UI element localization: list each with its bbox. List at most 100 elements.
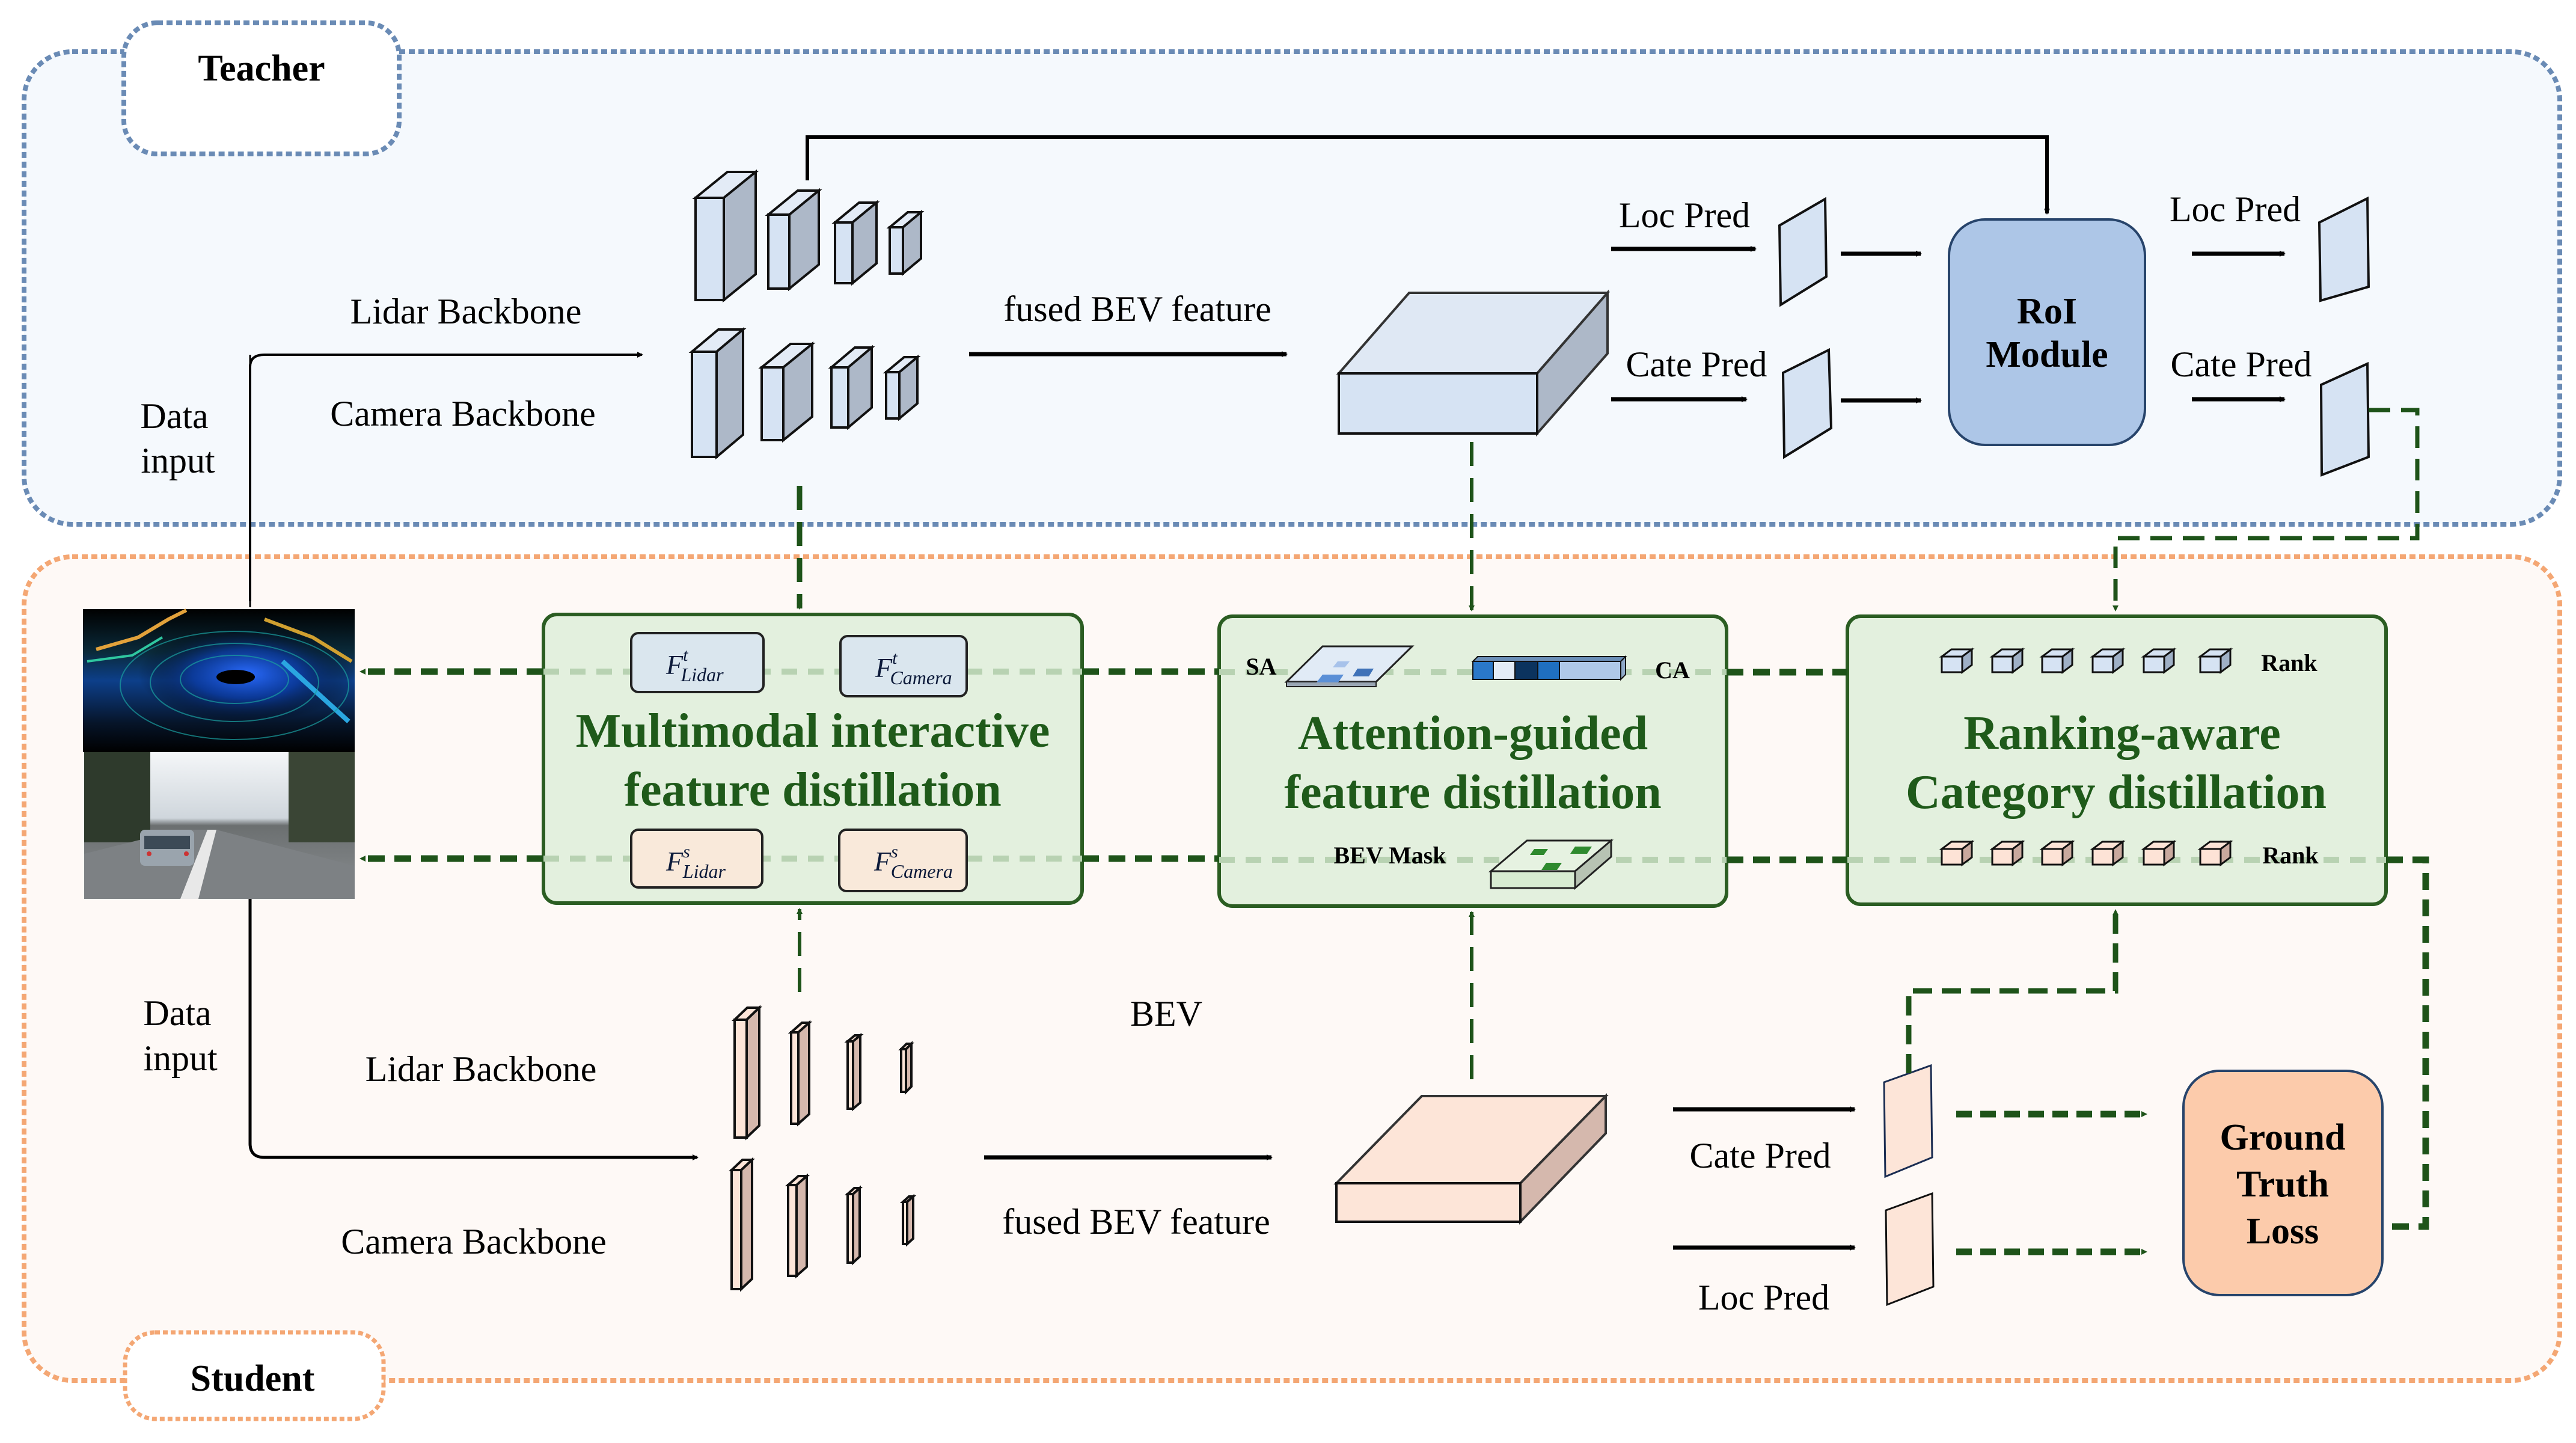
teacher-label-box: Teacher <box>121 20 402 156</box>
teacher-camera-feature-block <box>688 326 747 460</box>
rank-top-label: Rank <box>2261 649 2317 676</box>
student-bev-feature-cuboid <box>1333 1093 1609 1225</box>
teacher-lidar-feature-block <box>886 209 925 277</box>
roi-module-line1: RoI <box>2017 291 2077 332</box>
student-camera-feature-block <box>899 1193 917 1247</box>
sa-label: SA <box>1246 653 1276 680</box>
teacher-camera-feature-block <box>883 354 921 421</box>
gt-line2: Truth <box>2236 1164 2329 1205</box>
multimodal-title-line2: feature distillation <box>624 764 1001 816</box>
roi-module-line2: Module <box>1986 334 2108 375</box>
student-cate-pred-label: Cate Pred <box>1690 1136 1831 1175</box>
student-lidar-feature-block <box>844 1032 864 1112</box>
attention-title-line1: Attention-guided <box>1298 707 1648 760</box>
student-fused-bev-label: fused BEV feature <box>1002 1202 1270 1242</box>
teacher-bev-feature-cuboid <box>1336 289 1611 437</box>
student-loc-pred-label: Loc Pred <box>1698 1278 1829 1317</box>
teacher-data-input-line1: Data <box>140 396 208 436</box>
teacher-camera-backbone-label: Camera Backbone <box>330 394 595 434</box>
student-lidar-feature-block <box>788 1020 813 1127</box>
lidar-point-cloud-image <box>83 608 355 752</box>
student-label: Student <box>191 1358 315 1399</box>
student-rank-cubes <box>1939 840 2233 866</box>
teacher-label: Teacher <box>198 48 325 89</box>
teacher-rank-cube <box>2197 648 2233 674</box>
teacher-out-cate-pred-label: Cate Pred <box>2171 345 2312 384</box>
student-camera-feature-block <box>728 1157 756 1292</box>
attention-distillation-module <box>1217 614 1728 908</box>
student-camera-backbone-label: Camera Backbone <box>341 1222 606 1261</box>
teacher-lidar-feature-block <box>831 200 880 286</box>
teacher-lidar-feature-block <box>692 169 759 303</box>
ca-label: CA <box>1655 657 1690 684</box>
teacher-rank-cube <box>1989 648 2025 674</box>
student-rank-cube <box>2090 840 2126 866</box>
rank-bottom-label: Rank <box>2262 842 2319 869</box>
gt-line1: Ground <box>2220 1117 2345 1158</box>
ranking-title-line2: Category distillation <box>1906 766 2327 819</box>
teacher-lidar-feature-block <box>765 188 822 292</box>
gt-line3: Loss <box>2247 1211 2319 1252</box>
teacher-camera-feature-block <box>758 341 816 443</box>
teacher-rank-cube <box>2039 648 2075 674</box>
bev-mask-icon <box>1488 838 1614 890</box>
teacher-out-loc-pred-map <box>2317 196 2370 302</box>
student-backbone-blocks <box>728 1005 917 1292</box>
student-bev-label: BEV <box>1130 994 1202 1034</box>
multimodal-title-line1: Multimodal interactive <box>576 705 1050 758</box>
teacher-container <box>22 49 2562 527</box>
teacher-rank-cube <box>2141 648 2177 674</box>
attention-title-line2: feature distillation <box>1284 766 1661 819</box>
student-cate-to-ranking-arrow <box>1906 909 2119 1073</box>
teacher-out-cate-pred-map <box>2319 361 2370 477</box>
teacher-cate-pred-label: Cate Pred <box>1626 345 1767 384</box>
teacher-backbone-blocks <box>688 169 925 460</box>
student-data-input-line1: Data <box>143 993 211 1033</box>
ranking-title-line1: Ranking-aware <box>1963 707 2280 760</box>
channel-attention-icon <box>1471 655 1627 681</box>
ground-truth-loss-box: Ground Truth Loss <box>2182 1070 2384 1296</box>
teacher-rank-cube <box>1939 648 1975 674</box>
student-loc-pred-map <box>1885 1192 1935 1307</box>
teacher-data-input-line2: input <box>141 441 215 480</box>
student-rank-cube <box>1939 840 1975 866</box>
spatial-attention-icon <box>1284 645 1415 687</box>
student-rank-cube <box>2039 840 2075 866</box>
teacher-skip-connection <box>806 135 2050 215</box>
teacher-out-loc-pred-label: Loc Pred <box>2170 189 2301 229</box>
teacher-lidar-backbone-label: Lidar Backbone <box>350 292 582 331</box>
camera-street-image <box>84 752 355 899</box>
student-rank-cube <box>2141 840 2177 866</box>
student-rank-cube <box>1989 840 2025 866</box>
student-data-input-line2: input <box>143 1038 218 1078</box>
teacher-rank-cube <box>2090 648 2126 674</box>
student-camera-feature-block <box>785 1173 810 1279</box>
roi-module: RoI Module <box>1948 218 2146 446</box>
student-label-box: Student <box>123 1330 386 1421</box>
teacher-loc-pred-label: Loc Pred <box>1619 195 1750 235</box>
teacher-cate-to-ranking-arrow <box>2113 408 2420 611</box>
gt-to-ranking-dashed <box>2382 856 2429 1230</box>
teacher-loc-pred-map <box>1778 197 1828 307</box>
student-lidar-feature-block <box>732 1005 762 1141</box>
teacher-cate-pred-map <box>1781 348 1833 459</box>
student-data-input-line <box>248 899 699 1160</box>
bev-mask-label: BEV Mask <box>1333 842 1446 869</box>
teacher-camera-feature-block <box>828 345 875 430</box>
student-camera-feature-block <box>844 1185 863 1266</box>
student-cate-pred-map <box>1883 1064 1933 1178</box>
teacher-fused-bev-label: fused BEV feature <box>1003 289 1271 329</box>
student-lidar-feature-block <box>898 1041 914 1095</box>
student-rank-cube <box>2197 840 2233 866</box>
